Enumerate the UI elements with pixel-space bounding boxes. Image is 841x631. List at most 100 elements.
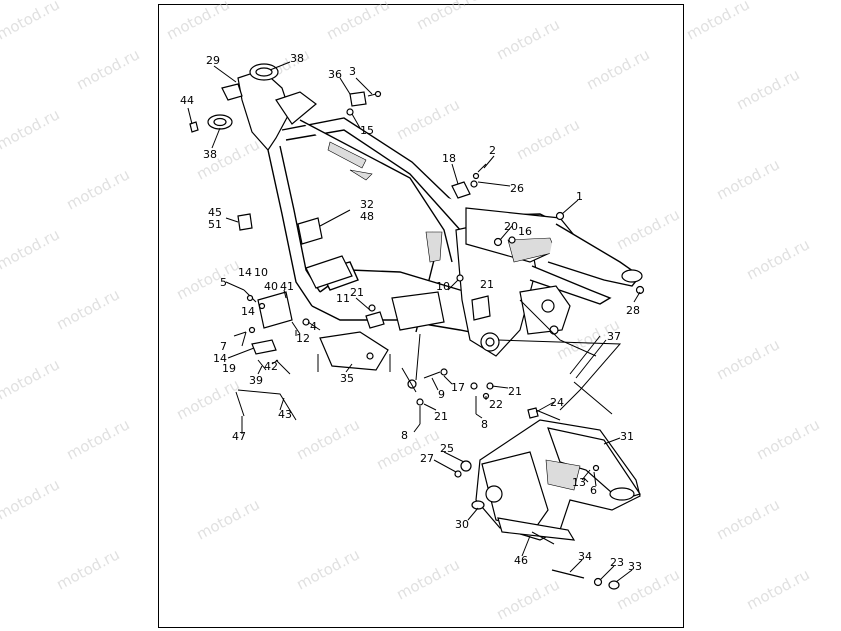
callout-45: 45 bbox=[208, 206, 222, 219]
nut-23 bbox=[593, 577, 603, 587]
plate-hole bbox=[366, 352, 374, 360]
callout-1: 1 bbox=[576, 190, 583, 203]
rod-43 bbox=[237, 389, 297, 421]
link-47 bbox=[235, 391, 245, 417]
callout-16: 16 bbox=[518, 225, 532, 238]
callout-37: 37 bbox=[607, 330, 621, 343]
callout-2: 2 bbox=[489, 144, 496, 157]
rear-rail-end bbox=[621, 269, 643, 283]
swingarm-left-leg bbox=[481, 451, 549, 531]
washer-4 bbox=[302, 318, 310, 326]
callout-33: 33 bbox=[628, 560, 642, 573]
pivot-bushing-25 bbox=[460, 460, 472, 472]
steering-head-top-ring-inner bbox=[255, 67, 273, 77]
pivot-hole-inner bbox=[485, 337, 495, 347]
mount-11 bbox=[365, 311, 385, 329]
bolt-13 bbox=[581, 469, 591, 481]
watermark: motod.ru bbox=[53, 545, 122, 593]
callout-27: 27 bbox=[420, 452, 434, 465]
bolt-9 bbox=[423, 371, 441, 379]
watermark: motod.ru bbox=[293, 415, 362, 463]
watermark: motod.ru bbox=[743, 565, 812, 613]
nut-24 bbox=[527, 407, 539, 419]
watermark: motod.ru bbox=[513, 115, 582, 163]
steering-head-bottom-ring-inner bbox=[213, 117, 227, 127]
callout-39: 39 bbox=[249, 374, 263, 387]
callout-40: 40 bbox=[264, 280, 278, 293]
callout-36: 36 bbox=[328, 68, 342, 81]
front-down-tube-left bbox=[267, 149, 313, 307]
callout-47: 47 bbox=[232, 430, 246, 443]
watermark: motod.ru bbox=[373, 425, 442, 473]
guide-line bbox=[497, 339, 622, 411]
spring-42 bbox=[275, 359, 291, 375]
rear-engine-mount bbox=[391, 291, 445, 331]
nut-21b bbox=[456, 274, 464, 282]
watermark: motod.ru bbox=[613, 205, 682, 253]
watermark: motod.ru bbox=[63, 415, 132, 463]
callout-13: 13 bbox=[572, 476, 586, 489]
watermark: motod.ru bbox=[163, 0, 232, 44]
guide-line-6 bbox=[415, 333, 421, 381]
callout-9: 9 bbox=[438, 388, 445, 401]
callout-25: 25 bbox=[440, 442, 454, 455]
callout-42: 42 bbox=[264, 360, 278, 373]
screw-7 bbox=[233, 331, 247, 337]
watermark: motod.ru bbox=[0, 0, 63, 44]
screw-2-head bbox=[472, 172, 480, 180]
watermark: motod.ru bbox=[393, 555, 462, 603]
watermark: motod.ru bbox=[0, 225, 63, 273]
bushing-27 bbox=[454, 470, 462, 478]
guide-line-2 bbox=[519, 299, 597, 357]
nut-14a bbox=[246, 294, 254, 302]
swingarm-web bbox=[545, 459, 581, 491]
washer-9 bbox=[440, 368, 448, 376]
nut-14b bbox=[248, 326, 256, 334]
guide-line-4 bbox=[535, 409, 561, 421]
callout-21: 21 bbox=[350, 286, 364, 299]
callout-8: 8 bbox=[401, 429, 408, 442]
watermark: motod.ru bbox=[713, 335, 782, 383]
watermark: motod.ru bbox=[293, 545, 362, 593]
callout-21-lower: 21 bbox=[434, 410, 448, 423]
callout-14-low: 14 bbox=[213, 352, 227, 365]
watermark: motod.ru bbox=[193, 495, 262, 543]
callout-31: 31 bbox=[620, 430, 634, 443]
bolt-12 bbox=[291, 321, 301, 335]
callout-35: 35 bbox=[340, 372, 354, 385]
watermark: motod.ru bbox=[0, 355, 63, 403]
backbone-gusset-2 bbox=[349, 169, 373, 181]
callout-17: 17 bbox=[451, 381, 465, 394]
down-tube-bracket bbox=[297, 217, 323, 245]
guide-line-3 bbox=[573, 381, 613, 415]
callout-14: 14 bbox=[238, 266, 252, 279]
steering-head-gusset bbox=[275, 91, 317, 125]
washer-33 bbox=[608, 580, 620, 590]
bushing-16 bbox=[508, 236, 516, 244]
lever-19 bbox=[251, 339, 277, 355]
shock-mount-hole-2 bbox=[549, 325, 559, 335]
watermark: motod.ru bbox=[63, 165, 132, 213]
pivot-shaft-37 bbox=[569, 335, 601, 375]
callout-11: 11 bbox=[336, 292, 350, 305]
callout-30: 30 bbox=[455, 518, 469, 531]
nut-6 bbox=[592, 464, 600, 472]
callout-29: 29 bbox=[206, 54, 220, 67]
callout-32: 32 bbox=[360, 198, 374, 211]
bracket-36 bbox=[349, 91, 367, 107]
watermark: motod.ru bbox=[53, 285, 122, 333]
pivot-shaft-37-edge bbox=[575, 339, 607, 379]
callout-12: 12 bbox=[296, 332, 310, 345]
watermark: motod.ru bbox=[743, 235, 812, 283]
callout-7: 7 bbox=[220, 340, 227, 353]
callout-46: 46 bbox=[514, 554, 528, 567]
callout-48: 48 bbox=[360, 210, 374, 223]
watermark: motod.ru bbox=[173, 255, 242, 303]
screw-2 bbox=[477, 163, 487, 173]
callout-21-center: 21 bbox=[480, 278, 494, 291]
leader-lines bbox=[187, 61, 641, 583]
screw-3 bbox=[367, 93, 377, 97]
engine-mount bbox=[305, 255, 353, 289]
bracket-35-lead bbox=[317, 354, 391, 372]
